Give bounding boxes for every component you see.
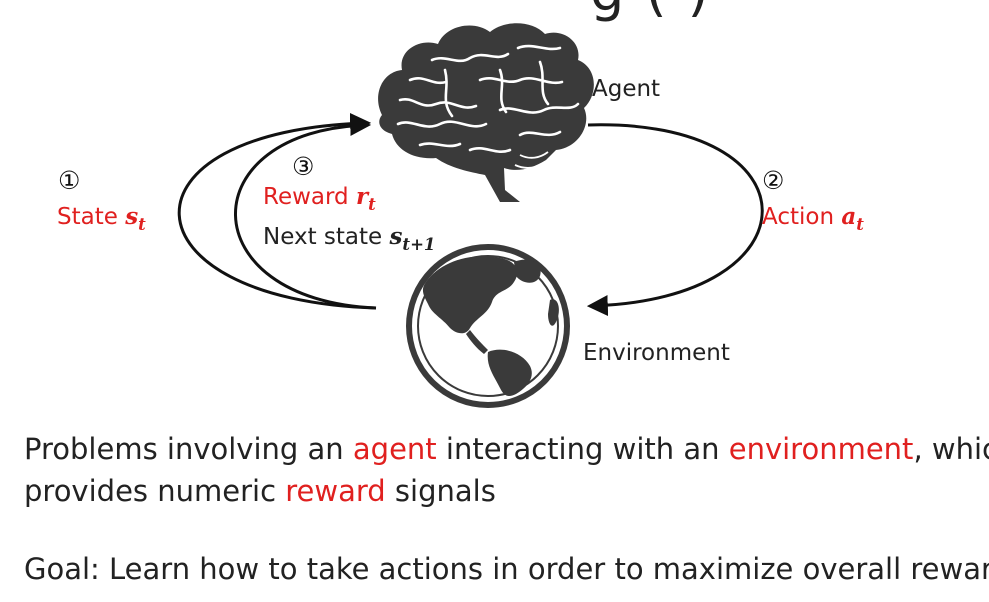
environment-label: Environment [583, 340, 730, 366]
state-text: State [57, 204, 118, 230]
description-line-1: Problems involving an agent interacting … [24, 432, 989, 466]
desc-reward-term: reward [285, 474, 386, 508]
brain-icon [378, 23, 594, 202]
reward-arrow [234, 115, 377, 310]
agent-label: Agent [592, 76, 661, 102]
desc-2b: signals [385, 474, 496, 508]
action-arrow [586, 123, 764, 317]
state-sub: t [138, 213, 146, 234]
reward-text: Reward [263, 184, 349, 210]
description-line-2: provides numeric reward signals [24, 474, 496, 508]
desc-1a: Problems involving an [24, 432, 353, 466]
agent-environment-diagram [177, 23, 764, 408]
action-text: Action [762, 204, 835, 230]
reward-var: r [355, 183, 369, 210]
goal-statement: Goal: Learn how to take actions in order… [24, 552, 989, 586]
action-var: a [841, 203, 857, 230]
desc-agent-term: agent [352, 432, 437, 466]
slide-title-fragment: g ( ) [590, 0, 711, 23]
reward-sub: t [368, 193, 376, 214]
desc-environment-term: environment [728, 432, 914, 466]
action-label: Action at [762, 203, 864, 234]
desc-2a: provides numeric [24, 474, 286, 508]
next-state-sub: t+1 [402, 233, 436, 254]
step-1-number: ① [58, 166, 81, 195]
step-3-number: ③ [292, 152, 315, 181]
state-var: s [125, 203, 139, 230]
state-arrow [177, 112, 377, 310]
next-state-var: s [389, 223, 403, 250]
next-state-text: Next state [263, 224, 383, 250]
action-sub: t [856, 213, 864, 234]
desc-1c: , which [913, 432, 989, 466]
step-2-number: ② [762, 166, 785, 195]
state-label: State st [57, 203, 146, 234]
reward-label: Reward rt [263, 183, 376, 214]
desc-1b: interacting with an [436, 432, 729, 466]
globe-icon [406, 244, 570, 408]
next-state-label: Next state st+1 [263, 223, 435, 254]
